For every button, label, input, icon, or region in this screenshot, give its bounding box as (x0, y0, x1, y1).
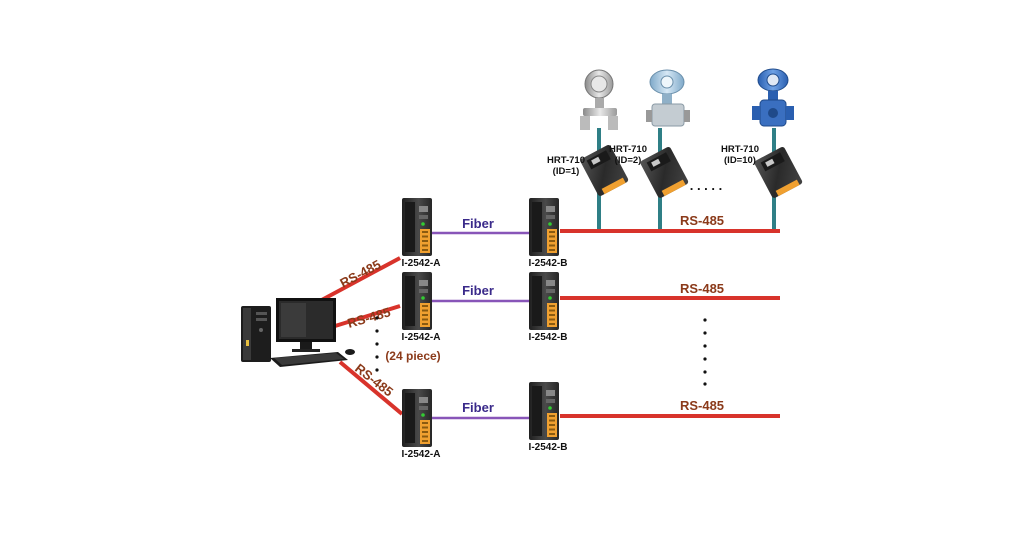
device-label: I-2542-A (402, 332, 441, 343)
fiber-label: Fiber (462, 216, 494, 231)
hart-module-3 (754, 146, 803, 198)
pressure-transmitter-icon (580, 69, 618, 130)
rs485-link-line (317, 256, 401, 304)
fiber-lines (432, 231, 530, 420)
hart-module-id: (ID=1) (553, 166, 580, 177)
hart-module-id: (ID=10) (724, 155, 756, 166)
device-label: I-2542-B (529, 258, 568, 269)
device-label: I-2542-A (402, 449, 441, 460)
device-label: I-2542-A (402, 258, 441, 269)
device-label: I-2542-B (529, 442, 568, 453)
differential-pressure-transmitter-icon (646, 69, 690, 127)
fiber-label: Fiber (462, 400, 494, 415)
hart-module-id: (ID=2) (615, 155, 642, 166)
fiber-converter-icon (529, 198, 559, 256)
rs485-link-label: RS-485 (337, 257, 383, 291)
converters: I-2542-A I-2542-B I-2542-A I-2542-B I-2542-A… (402, 198, 568, 460)
desktop-computer-icon (241, 298, 355, 367)
device-label: I-2542-B (529, 332, 568, 343)
rs485-bus-label: RS-485 (680, 213, 724, 228)
fiber-converter-icon (402, 389, 432, 447)
hart-module-name: HRT-710 (609, 144, 647, 155)
vertical-ellipsis-left (375, 316, 379, 372)
fiber-converter-icon (402, 198, 432, 256)
fiber-converter-icon (529, 382, 559, 440)
rs485-link-label: RS-485 (346, 304, 393, 331)
rs485-bus-label: RS-485 (680, 398, 724, 413)
fiber-converter-icon (402, 272, 432, 330)
rs485-link-line (338, 360, 404, 416)
piece-note: (24 piece) (385, 349, 440, 363)
hart-module-name: HRT-710 (547, 155, 585, 166)
hart-ellipsis: . . . . . (690, 178, 723, 193)
fiber-converter-icon (529, 272, 559, 330)
vertical-ellipsis-right (703, 318, 707, 386)
hart-module-name: HRT-710 (721, 144, 759, 155)
hart-module-1 (580, 144, 629, 196)
fiber-label: Fiber (462, 283, 494, 298)
flow-transmitter-icon (752, 68, 794, 127)
hart-module-2 (640, 146, 689, 198)
rs485-buses (560, 229, 780, 418)
rs485-bus-label: RS-485 (680, 281, 724, 296)
